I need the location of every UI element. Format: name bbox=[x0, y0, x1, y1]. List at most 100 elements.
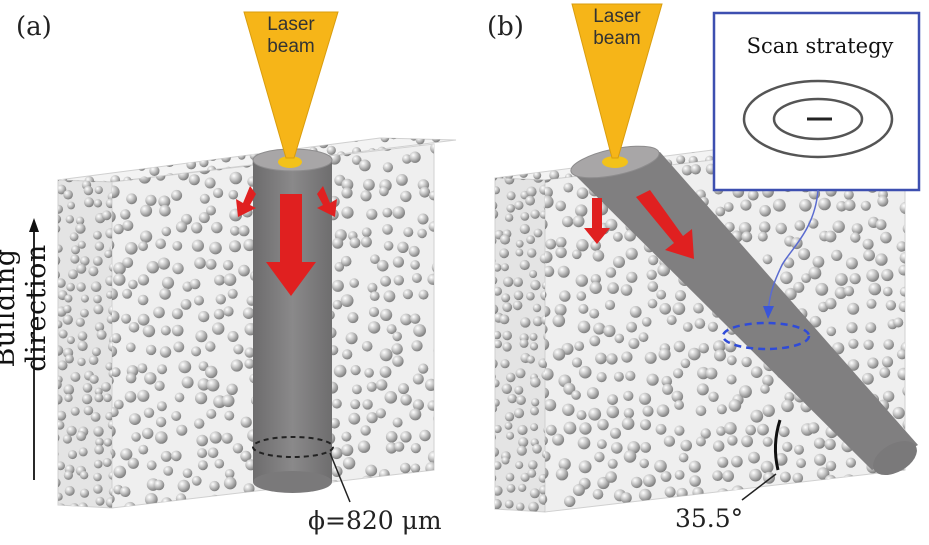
arrow-diagonal-b bbox=[636, 190, 694, 259]
powder-particle bbox=[224, 410, 235, 421]
powder-particle bbox=[105, 228, 112, 239]
powder-particle bbox=[726, 374, 737, 385]
powder-particle bbox=[194, 257, 206, 269]
powder-particle bbox=[899, 251, 905, 264]
powder-particle bbox=[578, 303, 589, 314]
powder-particle bbox=[501, 293, 511, 303]
powder-particle bbox=[178, 144, 190, 147]
powder-particle bbox=[495, 330, 502, 340]
powder-particle bbox=[715, 206, 726, 217]
powder-particle bbox=[58, 184, 67, 195]
powder-particle bbox=[257, 144, 269, 151]
powder-particle bbox=[738, 222, 752, 235]
powder-particle bbox=[161, 226, 172, 237]
powder-particle bbox=[75, 223, 86, 234]
powder-particle bbox=[388, 138, 399, 140]
powder-particle bbox=[384, 391, 398, 404]
powder-particle bbox=[330, 447, 343, 460]
powder-particle bbox=[94, 444, 104, 455]
powder-particle bbox=[495, 276, 498, 285]
powder-particle bbox=[762, 254, 773, 265]
powder-particle bbox=[782, 441, 793, 452]
powder-particle bbox=[156, 138, 164, 139]
powder-particle bbox=[211, 221, 223, 234]
building-direction-label: Building direction bbox=[0, 244, 52, 372]
powder-particle bbox=[242, 307, 255, 320]
powder-particle bbox=[610, 427, 621, 439]
powder-particle bbox=[80, 256, 90, 266]
powder-particle bbox=[403, 227, 414, 238]
powder-particle bbox=[209, 431, 222, 444]
powder-particle bbox=[624, 505, 636, 512]
powder-particle bbox=[436, 358, 449, 371]
powder-particle bbox=[378, 469, 390, 480]
powder-particle bbox=[90, 281, 102, 293]
angle-arc-b bbox=[773, 419, 782, 471]
powder-particle bbox=[624, 229, 636, 242]
powder-particle bbox=[160, 325, 171, 336]
powder-particle bbox=[144, 372, 157, 385]
powder-particle bbox=[131, 432, 141, 442]
powder-particle bbox=[84, 176, 95, 182]
powder-particle bbox=[81, 393, 93, 405]
powder-particle bbox=[674, 470, 685, 480]
powder-particle bbox=[546, 513, 558, 525]
powder-particle bbox=[699, 133, 709, 143]
powder-particle bbox=[410, 260, 420, 270]
powder-particle bbox=[382, 224, 393, 235]
powder-particle bbox=[66, 425, 77, 436]
powder-particle bbox=[731, 485, 745, 499]
powder-particle bbox=[645, 133, 656, 138]
powder-particle bbox=[582, 133, 591, 136]
powder-particle bbox=[124, 501, 136, 508]
powder-particle bbox=[613, 231, 623, 242]
powder-particle bbox=[158, 195, 171, 208]
powder-particle bbox=[109, 244, 112, 254]
powder-particle bbox=[577, 320, 591, 334]
powder-particle bbox=[674, 400, 684, 410]
powder-particle bbox=[545, 265, 555, 277]
powder-particle bbox=[155, 416, 167, 428]
powder-particle bbox=[358, 159, 371, 172]
powder-particle bbox=[825, 297, 837, 310]
arrow-down-a bbox=[266, 194, 316, 296]
powder-particle bbox=[801, 273, 811, 283]
powder-particle bbox=[365, 464, 378, 477]
powder-particle bbox=[661, 137, 675, 146]
powder-particle bbox=[657, 263, 670, 277]
powder-particle bbox=[106, 314, 112, 324]
powder-particle bbox=[69, 503, 80, 508]
flow-arrows-a bbox=[236, 186, 337, 296]
powder-particle bbox=[77, 331, 88, 341]
powder-particle bbox=[515, 502, 525, 512]
powder-particle bbox=[72, 138, 82, 143]
powder-particle bbox=[138, 444, 149, 455]
powder-particle bbox=[63, 470, 73, 480]
powder-particle bbox=[495, 485, 503, 496]
powder-particle bbox=[102, 458, 112, 467]
powder-particle bbox=[410, 482, 422, 494]
powder-particle bbox=[433, 412, 434, 424]
powder-particle bbox=[879, 367, 891, 378]
powder-particle bbox=[779, 505, 793, 512]
powder-particle bbox=[383, 290, 396, 303]
powder-particle bbox=[814, 453, 826, 466]
powder-particle bbox=[554, 511, 567, 512]
powder-particle bbox=[94, 241, 105, 251]
powder-particle bbox=[588, 133, 598, 135]
powder-particle bbox=[513, 277, 523, 287]
powder-particle bbox=[741, 231, 753, 243]
powder-particle bbox=[240, 416, 252, 428]
powder-particle bbox=[705, 367, 718, 380]
powder-particle bbox=[214, 458, 225, 469]
laser-spot-a bbox=[278, 156, 302, 168]
powder-particle bbox=[747, 189, 759, 201]
powder-particle bbox=[666, 315, 677, 326]
powder-particle bbox=[380, 275, 391, 287]
powder-particle bbox=[399, 475, 410, 487]
powder-particle bbox=[95, 437, 104, 447]
powder-particle bbox=[818, 197, 831, 211]
powder-particle bbox=[494, 514, 504, 524]
powder-particle bbox=[673, 368, 684, 379]
